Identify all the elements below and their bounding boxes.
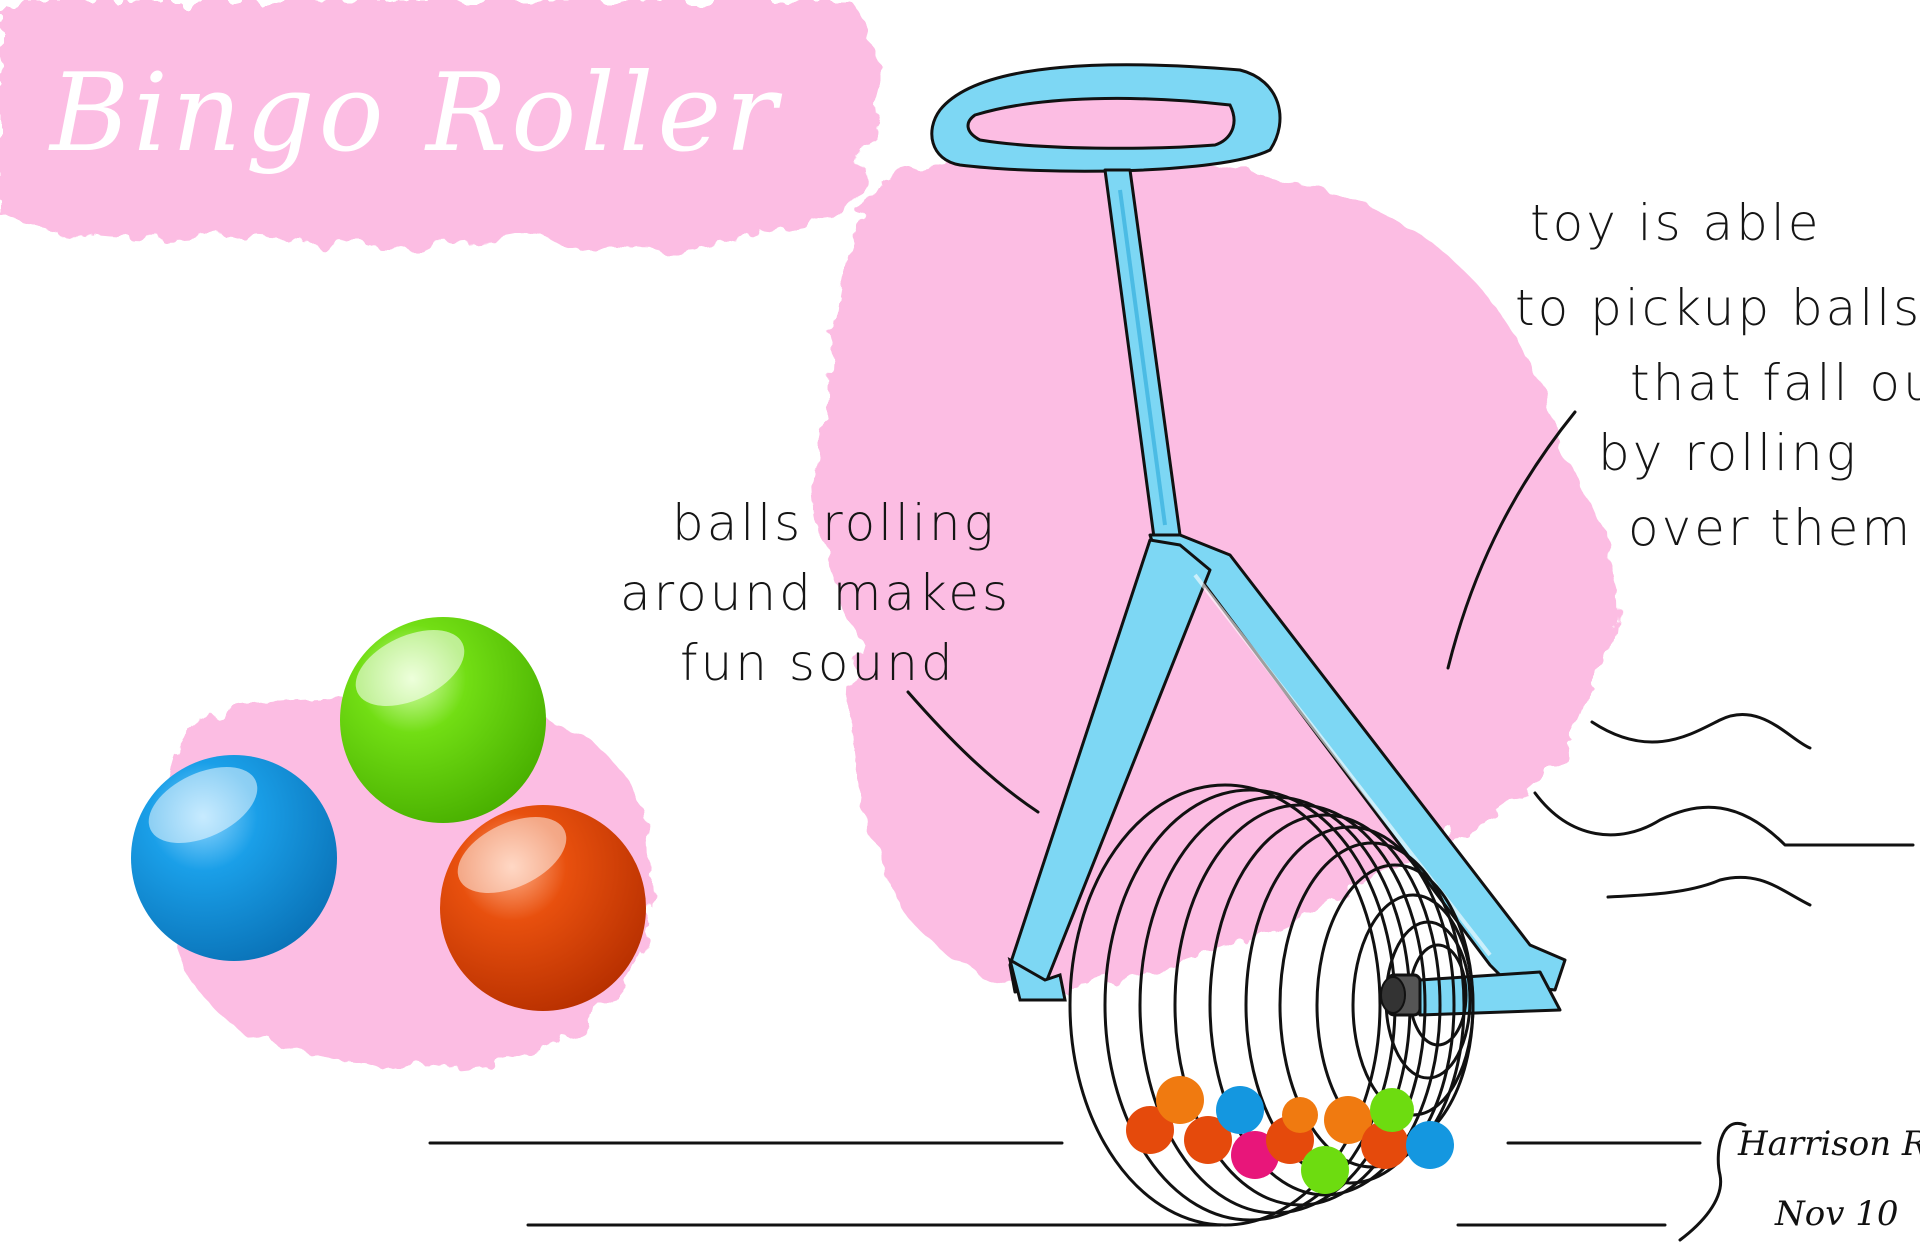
sound-line-1: balls rolling [672, 494, 997, 552]
annotation-sound: balls rolling around makes fun sound [620, 494, 1011, 692]
ball-blue-icon [131, 755, 337, 961]
pickup-line-5: over them [1628, 499, 1913, 557]
pointer-lines [906, 410, 1577, 814]
roller-drum [1068, 783, 1475, 1227]
sound-line-3: fun sound [680, 634, 956, 692]
ground-lines [428, 1141, 1702, 1227]
signature: Harrison Rodd Nov 10 [1678, 1121, 1920, 1242]
title: Bingo Roller [48, 51, 782, 176]
signature-date: Nov 10 [1774, 1194, 1899, 1234]
pickup-line-2: to pickup balls [1515, 279, 1920, 337]
sound-line-2: around makes [620, 564, 1011, 622]
annotation-pickup: toy is able to pickup balls that fall ou… [1515, 194, 1920, 557]
pink-blob-title [0, 0, 879, 250]
pickup-line-3: that fall out [1630, 354, 1920, 412]
ball-orange-icon [440, 805, 646, 1011]
pickup-line-1: toy is able [1530, 194, 1822, 252]
pickup-line-4: by rolling [1598, 424, 1859, 482]
motion-lines [1533, 712, 1915, 907]
small-balls [1126, 1076, 1454, 1194]
ball-green-icon [340, 617, 546, 823]
signature-name: Harrison Rodd [1737, 1124, 1920, 1164]
handle [930, 63, 1567, 1017]
